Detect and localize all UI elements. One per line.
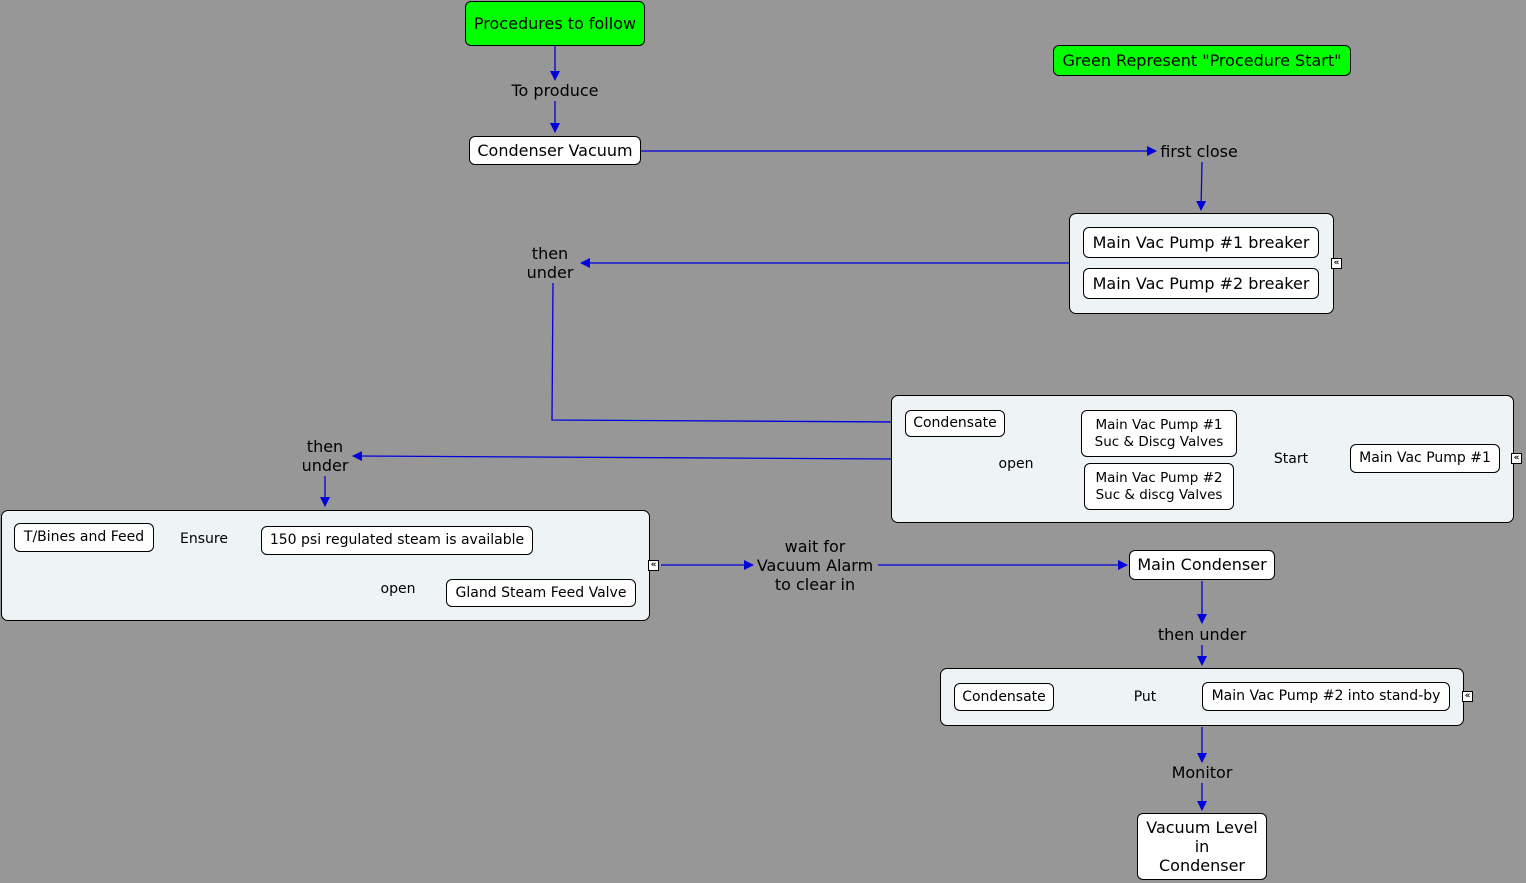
link-label-first-close: first close: [1160, 142, 1238, 161]
main-vac-pump2-breaker-node[interactable]: Main Vac Pump #2 breaker: [1083, 268, 1319, 299]
node-line: Main Vac Pump #1: [1095, 417, 1223, 434]
link-label-line: to clear in: [774, 575, 856, 595]
link-label-ensure: Ensure: [180, 531, 228, 547]
link-label-line: then: [531, 244, 569, 263]
link-label-then-under: then under: [302, 437, 349, 475]
link-label-to-produce: To produce: [511, 81, 599, 100]
link-label-line: under: [301, 456, 349, 476]
collapse-icon[interactable]: «: [1511, 453, 1522, 464]
main-vac-pump1-node[interactable]: Main Vac Pump #1: [1350, 444, 1500, 473]
link-label-wait-for: wait for Vacuum Alarm to clear in: [757, 537, 873, 595]
node-line: in: [1194, 836, 1210, 856]
gland-steam-feed-valve-node[interactable]: Gland Steam Feed Valve: [446, 579, 636, 607]
procedures-node[interactable]: Procedures to follow: [465, 1, 645, 46]
link-label-monitor: Monitor: [1171, 763, 1233, 782]
main-vac-pump1-valves-node[interactable]: Main Vac Pump #1 Suc & Discg Valves: [1081, 410, 1237, 457]
main-vac-pump1-breaker-node[interactable]: Main Vac Pump #1 breaker: [1083, 227, 1319, 258]
collapse-icon[interactable]: «: [648, 560, 659, 571]
link-label-open: open: [380, 581, 416, 597]
link-label-put: Put: [1133, 689, 1157, 705]
tbines-node[interactable]: T/Bines and Feed: [14, 523, 154, 552]
link-label-line: then: [306, 437, 344, 456]
collapse-icon[interactable]: «: [1462, 691, 1473, 702]
main-vac-pump2-valves-node[interactable]: Main Vac Pump #2 Suc & discg Valves: [1084, 463, 1234, 510]
node-line: Vacuum Level: [1146, 817, 1258, 837]
condensate-node[interactable]: Condensate: [954, 683, 1054, 711]
link-label-open: open: [998, 456, 1034, 472]
link-label-start: Start: [1273, 451, 1309, 467]
link-label-then-under: then under: [1157, 625, 1247, 644]
vacuum-level-node[interactable]: Vacuum Level in Condenser: [1137, 813, 1267, 880]
condensate-node[interactable]: Condensate: [905, 410, 1005, 437]
condenser-vacuum-node[interactable]: Condenser Vacuum: [469, 136, 641, 165]
link-label-line: wait for: [784, 537, 846, 556]
node-line: Main Vac Pump #2: [1095, 470, 1223, 487]
main-vac-pump2-standby-node[interactable]: Main Vac Pump #2 into stand-by: [1202, 682, 1450, 711]
main-condenser-node[interactable]: Main Condenser: [1129, 550, 1275, 580]
steam-available-node[interactable]: 150 psi regulated steam is available: [261, 526, 533, 555]
link-label-then-under: then under: [527, 244, 574, 282]
link-label-line: Vacuum Alarm: [756, 556, 874, 576]
legend-start-node[interactable]: Green Represent "Procedure Start": [1053, 45, 1351, 76]
node-line: Suc & Discg Valves: [1094, 433, 1224, 450]
link-label-line: under: [526, 263, 574, 283]
collapse-icon[interactable]: «: [1331, 258, 1342, 269]
node-line: Suc & discg Valves: [1095, 486, 1223, 503]
node-line: Condenser: [1159, 856, 1245, 876]
